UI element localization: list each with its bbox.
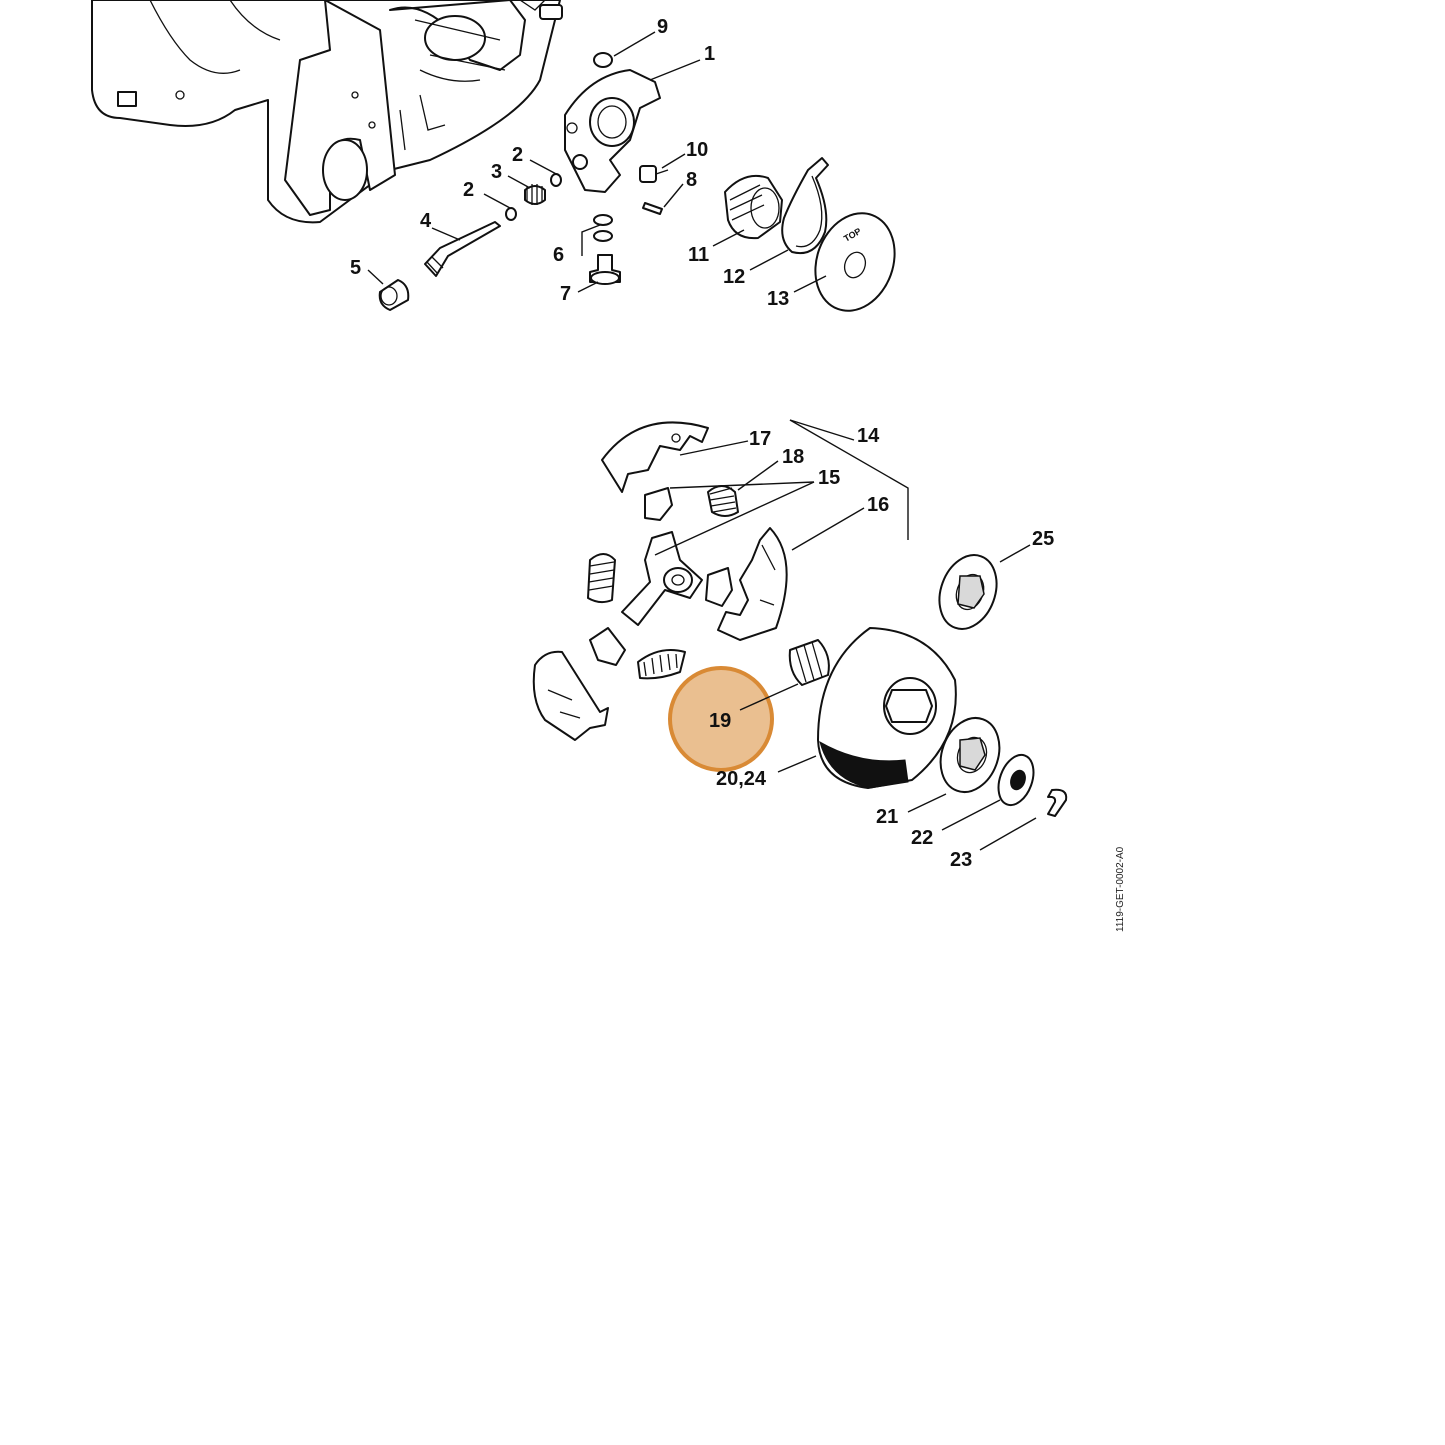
- callout-11: 11: [688, 244, 709, 266]
- spring-18: [707, 485, 739, 517]
- carrier-middle: [705, 567, 733, 607]
- callout-8: 8: [686, 169, 697, 191]
- callout-15: 15: [818, 467, 840, 489]
- rim-sprocket-21: [939, 717, 1001, 793]
- sleeve-5: [378, 279, 410, 311]
- clutch-carrier-hub: [621, 531, 703, 626]
- spring-lower: [637, 649, 686, 680]
- shaft-4: [424, 221, 501, 277]
- engine-housing: [91, 0, 563, 224]
- washer-22: [997, 753, 1035, 807]
- clutch-drum-20: [817, 627, 957, 789]
- callout-4: 4: [420, 210, 432, 232]
- callout-6: 6: [553, 244, 564, 266]
- callout-17: 17: [749, 428, 771, 450]
- callout-5: 5: [350, 257, 361, 279]
- washers-6: [593, 214, 613, 242]
- callout-7: 7: [560, 283, 571, 305]
- clutch-shoe-upper: [601, 421, 709, 493]
- clutch-shoe-lower: [532, 650, 609, 741]
- callout-22: 22: [911, 827, 933, 849]
- worm-11: [724, 174, 783, 240]
- screw-10: [639, 165, 669, 183]
- callout-16: 16: [867, 494, 889, 516]
- callout-labels: 1 2 2 3 4 5 6 7 8 9 10 11 12 13 14 15 16…: [350, 16, 1054, 871]
- spur-sprocket-25: [938, 554, 998, 630]
- callout-19: 19: [709, 710, 731, 732]
- callout-20-24: 20,24: [716, 768, 767, 790]
- carrier-upper: [644, 487, 673, 521]
- sleeve-9: [593, 52, 613, 68]
- callout-13: 13: [767, 288, 789, 310]
- callout-3: 3: [491, 161, 502, 183]
- callout-23: 23: [950, 849, 972, 871]
- highlight-circle: [668, 666, 774, 772]
- callout-14: 14: [857, 425, 880, 447]
- callout-21: 21: [876, 806, 898, 828]
- carrier-lower: [589, 627, 626, 666]
- spring-12: [781, 157, 829, 254]
- callout-25: 25: [1032, 528, 1054, 550]
- spring-left: [587, 553, 616, 604]
- adjust-screw-7: [589, 254, 621, 285]
- disc-13: TOP: [814, 212, 896, 312]
- callout-9: 9: [657, 16, 668, 38]
- needle-cage-19: [788, 639, 830, 686]
- drawing-id: 1119-GET-0002-A0: [1115, 846, 1126, 932]
- callout-2b: 2: [463, 179, 474, 201]
- oil-pump: [564, 69, 661, 193]
- callout-18: 18: [782, 446, 804, 468]
- e-clip-23: [1047, 788, 1068, 817]
- clutch-shoe-right: [717, 527, 788, 641]
- callout-10: 10: [686, 139, 708, 161]
- leader-lines: [367, 31, 1037, 851]
- callout-1: 1: [704, 43, 715, 65]
- callout-2a: 2: [512, 144, 523, 166]
- pin-8: [642, 202, 663, 215]
- callout-12: 12: [723, 266, 745, 288]
- spring-3: [524, 184, 546, 205]
